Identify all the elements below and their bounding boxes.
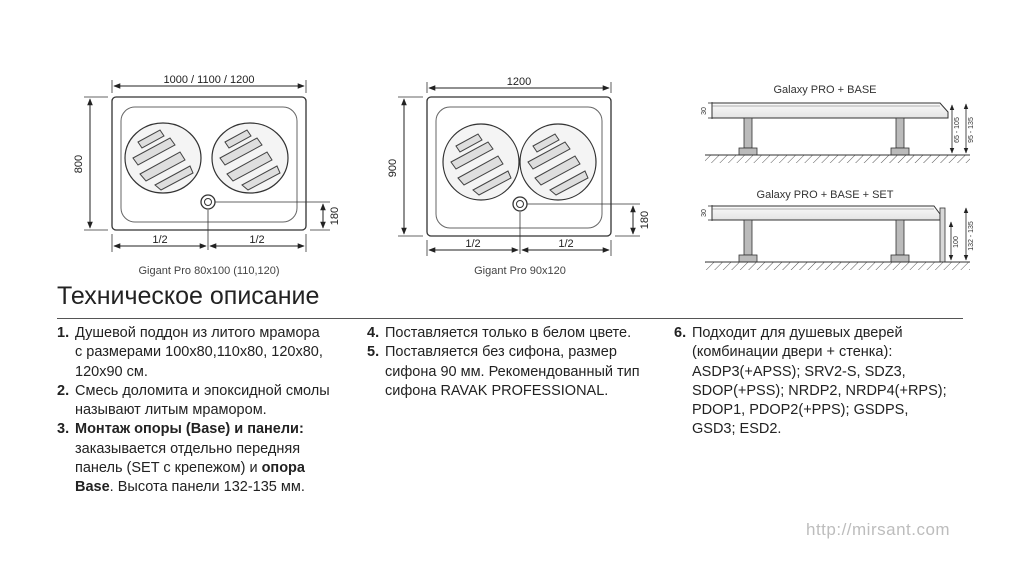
tray-2-drawing: 1200 900 180 1/2 1/2 Gigant Pro 90x120 — [387, 76, 651, 277]
item-line: Смесь доломита и эпоксидной смолы — [75, 382, 330, 399]
item-line: SDOP(+PSS); NRDP2, NRDP4(+RPS); — [692, 382, 947, 399]
side-view-1-title: Galaxy PRO + BASE — [773, 84, 876, 96]
side-view-1-rim-dim: 30 — [701, 107, 708, 115]
item-line: заказывается отдельно передняя — [75, 440, 301, 457]
item-number: 5. — [367, 344, 380, 361]
item-line: GSD3; ESD2. — [692, 421, 782, 438]
tray-1-caption: Gigant Pro 80x100 (110,120) — [138, 265, 279, 277]
item-number: 2. — [57, 382, 70, 399]
item-line: Base. Высота панели 132-135 мм. — [75, 478, 347, 497]
tray-2-half-right: 1/2 — [558, 238, 573, 250]
side-view-2-dim-b: 132 - 135 — [968, 221, 975, 251]
item-line: PDOP1, PDOP2(+PPS); GSDPS, — [692, 402, 909, 419]
tray-1-half-left: 1/2 — [152, 234, 167, 246]
tray-1-height-label: 800 — [73, 155, 85, 173]
item-number: 3. — [57, 421, 70, 438]
item-line: ASDP3(+APSS); SRV2-S, SDZ3, — [692, 363, 906, 380]
item-line: называют литым мрамором. — [75, 402, 267, 419]
item-line: Поставляется только в белом цвете. — [385, 325, 632, 341]
list-item: 5. Поставляется без сифона, размер сифон… — [367, 343, 667, 401]
item-line: с размерами 100x80,110x80, 120x80, — [75, 344, 323, 361]
side-view-1-dim-a: 65 - 105 — [954, 117, 961, 143]
item-number: 6. — [674, 325, 687, 341]
list-item: 3. Монтаж опоры (Base) и панели: заказыв… — [57, 420, 347, 497]
technical-drawings: 1000 / 1100 / 1200 800 180 1/2 1/2 Gigan… — [73, 74, 975, 277]
item-number: 1. — [57, 325, 70, 341]
side-view-2-rim-dim: 30 — [701, 209, 708, 217]
list-item: 2. Смесь доломита и эпоксидной смолы наз… — [57, 382, 347, 421]
item-line-bold-tail: опора — [261, 460, 305, 477]
item-line: сифона 90 мм. Рекомендованный тип — [385, 363, 640, 380]
side-view-1-drawing: Galaxy PRO + BASE 30 65 - 105 95 - 135 — [701, 84, 975, 163]
item-number: 4. — [367, 325, 380, 341]
description-column-1: 1. Душевой поддон из литого мрамора с ра… — [57, 324, 347, 498]
tray-2-width-label: 1200 — [507, 76, 531, 88]
side-view-1-dim-b: 95 - 135 — [968, 117, 975, 143]
description-column-3: 6. Подходит для душевых дверей (комбинац… — [674, 324, 974, 440]
tray-1-half-right: 1/2 — [249, 234, 264, 246]
list-item: 4. Поставляется только в белом цвете. — [367, 324, 667, 343]
tray-1-drawing: 1000 / 1100 / 1200 800 180 1/2 1/2 Gigan… — [73, 74, 341, 277]
item-line-text: панель (SET с крепежом) и — [75, 460, 262, 477]
item-line: Душевой поддон из литого мрамора — [75, 325, 320, 341]
side-view-2-title: Galaxy PRO + BASE + SET — [757, 189, 894, 201]
tray-1-width-label: 1000 / 1100 / 1200 — [164, 74, 255, 86]
item-line-bold-head: Base — [75, 479, 110, 496]
website-watermark: http://mirsant.com — [806, 520, 951, 539]
item-line: сифона RAVAK PROFESSIONAL. — [385, 382, 609, 399]
list-item: 1. Душевой поддон из литого мрамора с ра… — [57, 324, 347, 382]
item-line-bold: Монтаж опоры (Base) и панели: — [75, 421, 304, 438]
section-title: Техническое описание — [57, 282, 320, 310]
tray-1-drain-offset-label: 180 — [329, 207, 341, 225]
description-column-2: 4. Поставляется только в белом цвете. 5.… — [367, 324, 667, 401]
item-line: панель (SET с крепежом) и опора — [75, 459, 347, 478]
side-view-2-dim-a: 100 — [953, 236, 960, 248]
item-line-text: . Высота панели 132-135 мм. — [109, 479, 305, 496]
item-line: Поставляется без сифона, размер — [385, 344, 617, 361]
item-line: Подходит для душевых дверей — [692, 325, 903, 341]
item-line: (комбинации двери + стенка): — [692, 344, 893, 361]
section-divider — [57, 318, 963, 319]
item-line: 120x90 см. — [75, 363, 148, 380]
tray-2-half-left: 1/2 — [465, 238, 480, 250]
side-view-2-drawing: Galaxy PRO + BASE + SET 30 100 132 - 135 — [701, 189, 975, 270]
list-item: 6. Подходит для душевых дверей (комбинац… — [674, 324, 974, 440]
tray-2-caption: Gigant Pro 90x120 — [474, 265, 566, 277]
tray-2-height-label: 900 — [387, 159, 399, 177]
tray-2-drain-offset-label: 180 — [639, 211, 651, 229]
